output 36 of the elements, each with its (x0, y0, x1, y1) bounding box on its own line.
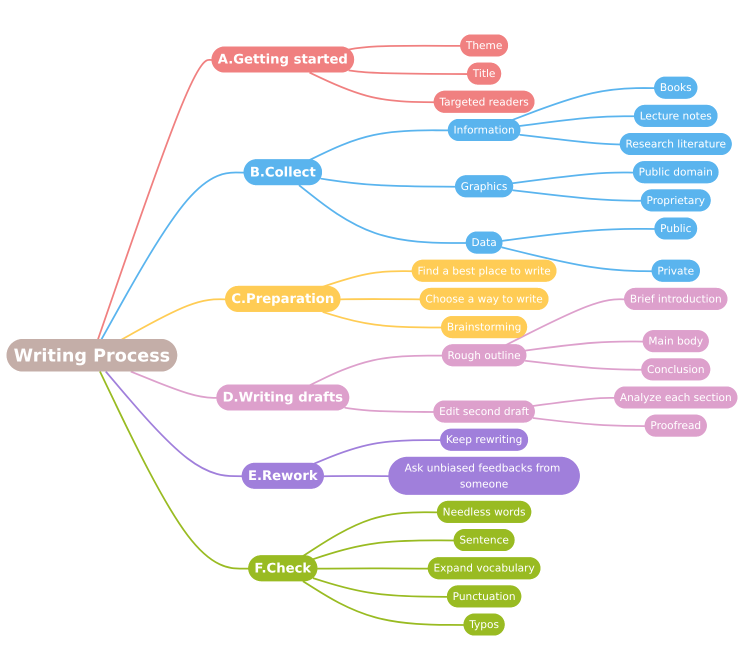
connector (313, 439, 442, 465)
connector (501, 246, 653, 272)
connector (525, 360, 642, 371)
connector (324, 475, 390, 478)
connector (512, 172, 634, 184)
connector (320, 178, 456, 188)
connector (519, 134, 621, 146)
connector (322, 311, 442, 328)
connector (512, 189, 642, 202)
connector (100, 172, 244, 340)
connector (348, 70, 468, 75)
connector (317, 567, 429, 570)
connector (532, 396, 616, 407)
connector (348, 44, 462, 50)
connector (519, 115, 635, 127)
connector (120, 298, 226, 341)
connector (99, 371, 250, 570)
connector (502, 228, 656, 242)
connector (344, 406, 434, 413)
connector (309, 129, 449, 161)
connector (298, 184, 467, 244)
connector (309, 72, 435, 104)
connector (130, 370, 218, 399)
connector (322, 270, 413, 288)
connector (512, 87, 656, 121)
connector (105, 370, 243, 478)
connector (524, 340, 644, 352)
connector (312, 540, 455, 560)
connector (312, 577, 448, 598)
connector (309, 354, 443, 386)
connector (97, 59, 212, 340)
connector (532, 417, 646, 427)
connector (505, 298, 625, 346)
connector (340, 298, 421, 300)
connector (302, 511, 438, 557)
connector (302, 580, 464, 626)
